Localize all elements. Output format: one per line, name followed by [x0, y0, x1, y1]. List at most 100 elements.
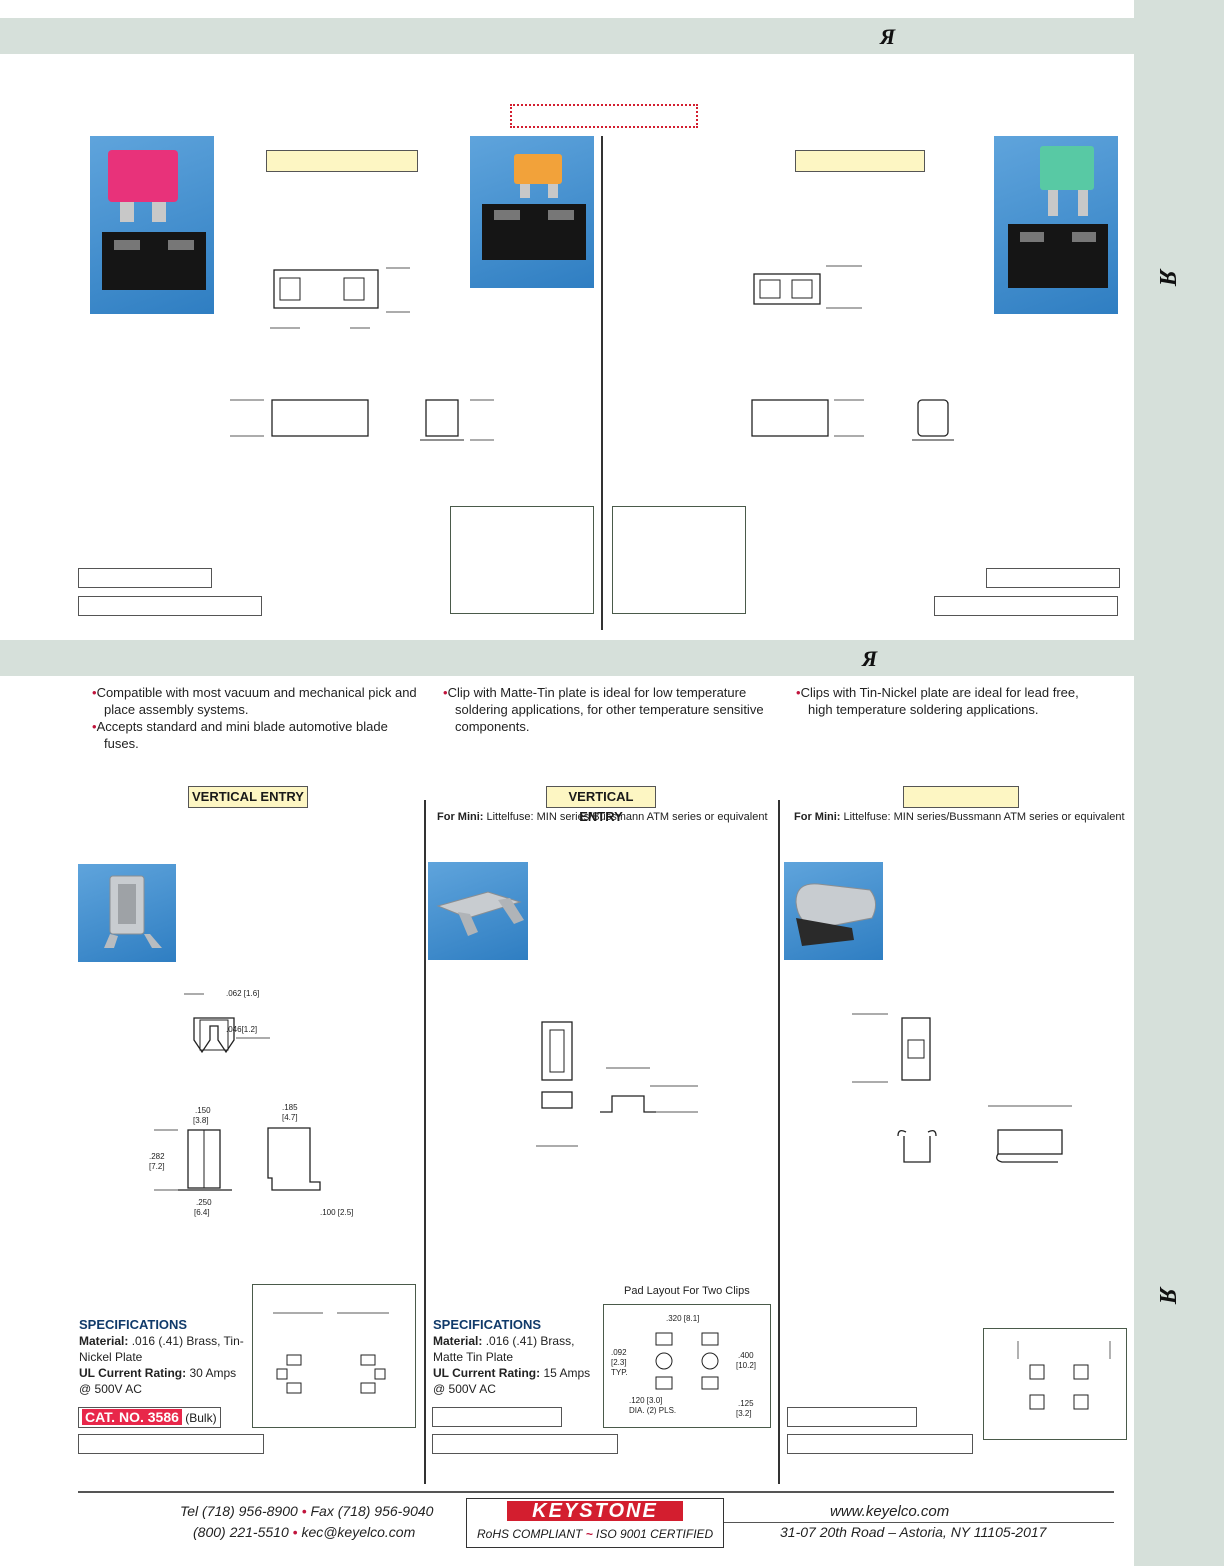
pad-layout-box [612, 506, 746, 614]
iso-certified: ISO 9001 CERTIFIED [596, 1527, 714, 1541]
pad-layout-box [252, 1284, 416, 1428]
green-fuse-holder-illustration [1008, 146, 1108, 288]
dimension-label: [10.2] [736, 1361, 757, 1370]
dimension-label: TYP. [611, 1368, 628, 1377]
keystone-logo: KEYSTONE [507, 1501, 683, 1521]
feature-list-col3: Clips with Tin-Nickel plate are ideal fo… [796, 684, 1096, 718]
fuse-holder-illustration [102, 150, 206, 290]
cat-suffix: (Bulk) [185, 1411, 217, 1425]
pad-layout-two-clips [603, 1304, 771, 1428]
cat-no: CAT. NO. 3586 [82, 1409, 182, 1425]
ul-recognized-icon: Я [880, 24, 896, 49]
section-divider [601, 136, 603, 630]
specifications-col2: SPECIFICATIONS Material: .016 (.41) Bras… [433, 1317, 603, 1397]
footer-rule-right [724, 1522, 1114, 1523]
mini-fuse-holder-illustration [482, 154, 586, 260]
clip-3586-side-drawings [154, 1127, 321, 1191]
fax: Fax (718) 956-9040 [310, 1503, 434, 1519]
horizontal-clip-drawings [852, 1013, 1072, 1163]
feature-item: Clips with Tin-Nickel plate are ideal fo… [796, 684, 1096, 718]
material-label: Material: [433, 1334, 483, 1348]
product-label-box [266, 150, 418, 172]
pad-layout-box [450, 506, 594, 614]
catalog-number-box [78, 568, 212, 588]
compatibility-note: For Mini: Littelfuse: MIN series/Bussman… [437, 811, 768, 823]
clip-photo-mini [428, 862, 528, 960]
rating-label: UL Current Rating: [433, 1366, 541, 1380]
footer-address: 31-07 20th Road – Astoria, NY 11105-2017 [780, 1524, 1047, 1540]
top-header-band [0, 18, 1134, 54]
feature-list-col2: Clip with Matte-Tin plate is ideal for l… [443, 684, 773, 735]
pad-layout-drawing [273, 1312, 389, 1394]
right-sidebar [1134, 0, 1224, 1566]
clip-photo-3586 [78, 864, 176, 962]
column-divider [424, 800, 426, 1484]
pad-layout-box [983, 1328, 1127, 1440]
dimension-label: .120 [3.0] [629, 1396, 663, 1405]
dimension-label: .320 [8.1] [666, 1314, 700, 1323]
product-label-box [795, 150, 925, 172]
dimension-label: DIA. (2) PLS. [629, 1406, 677, 1415]
footer-contact: (800) 221-5510 • kec@keyelco.com [193, 1524, 416, 1540]
catalog-number-box [432, 1434, 618, 1454]
fuse-holder-photo-mini [470, 136, 594, 288]
section-title-box [510, 104, 698, 128]
entry-type-label [903, 786, 1019, 808]
for-mini-label: For Mini: [794, 811, 841, 823]
dimension-label: .250 [196, 1198, 212, 1207]
dimension-label: [3.8] [193, 1116, 209, 1125]
dimension-label: .150 [195, 1106, 211, 1115]
ul-recognized-icon: Я [862, 646, 878, 671]
catalog-number-box [934, 596, 1118, 616]
dimension-label: .400 [738, 1351, 754, 1360]
entry-type-label: VERTICAL ENTRY [188, 786, 308, 808]
entry-type-label: VERTICAL ENTRY [546, 786, 656, 824]
for-mini-label: For Mini: [437, 811, 484, 823]
pad-layout-title: Pad Layout For Two Clips [624, 1285, 750, 1297]
for-mini-text: Littelfuse: MIN series/Bussmann ATM seri… [486, 811, 768, 823]
rohs-compliant: RoHS COMPLIANT [477, 1527, 583, 1541]
dimension-label: .092 [611, 1348, 627, 1357]
dimension-label: [7.2] [149, 1162, 165, 1171]
toll-free: (800) 221-5510 [193, 1524, 289, 1540]
dimension-label: .185 [282, 1103, 298, 1112]
pad-layout-two-clips-drawing [655, 1332, 719, 1390]
mini-holder-top-view-drawing [753, 265, 862, 309]
pad-layout-drawing [1017, 1341, 1111, 1410]
catalog-number-box [78, 596, 262, 616]
catalog-number-box [78, 1434, 264, 1454]
footer-rule [78, 1491, 1114, 1493]
footer-website[interactable]: www.keyelco.com [830, 1503, 950, 1520]
for-mini-text: Littelfuse: MIN series/Bussmann ATM seri… [843, 811, 1125, 823]
catalog-number-3586: CAT. NO. 3586 (Bulk) [78, 1407, 221, 1428]
dimension-label: .125 [738, 1399, 754, 1408]
rating-label: UL Current Rating: [79, 1366, 187, 1380]
dimension-label: [3.2] [736, 1409, 752, 1418]
material-label: Material: [79, 1334, 129, 1348]
catalog-number-box [787, 1434, 973, 1454]
dimension-label: .282 [149, 1152, 165, 1161]
rating-value: 15 Amps @ 500V AC [433, 1366, 591, 1396]
dimension-label: .046[1.2] [226, 1025, 258, 1034]
fuse-holder-photo-green [994, 136, 1118, 314]
compatibility-note: For Mini: Littelfuse: MIN series/Bussman… [794, 811, 1125, 823]
material-value: .016 (.41) Brass, Matte Tin Plate [433, 1334, 575, 1364]
catalog-number-box [986, 568, 1120, 588]
dimension-label: .062 [1.6] [226, 989, 260, 998]
catalog-number-box [787, 1407, 917, 1427]
material-value: .016 (.41) Brass, Tin-Nickel Plate [79, 1334, 244, 1364]
section-header-band [0, 640, 1134, 676]
tel: Tel (718) 956-8900 [180, 1503, 298, 1519]
clip-photo-horizontal [784, 862, 883, 960]
specifications-col1: SPECIFICATIONS Material: .016 (.41) Bras… [79, 1317, 249, 1397]
feature-list-col1: Compatible with most vacuum and mechanic… [92, 684, 422, 752]
holder-top-view-drawing [270, 267, 410, 329]
column-divider [778, 800, 780, 1484]
holder-side-view-drawing [230, 399, 494, 441]
feature-item: Accepts standard and mini blade automoti… [92, 718, 422, 752]
keystone-logo-box: KEYSTONE RoHS COMPLIANT ~ ISO 9001 CERTI… [466, 1498, 724, 1548]
fuse-holder-photo-standard [90, 136, 214, 314]
specifications-title: SPECIFICATIONS [79, 1317, 188, 1332]
rating-value: 30 Amps @ 500V AC [79, 1366, 237, 1396]
horizontal-clip-illustration [795, 883, 876, 946]
